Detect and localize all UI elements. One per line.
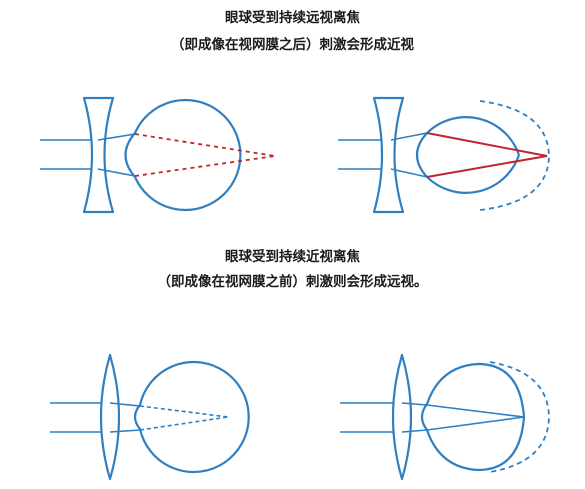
converged-ray-bottom [109, 429, 141, 433]
focus-ray-bottom-dashed [134, 155, 276, 177]
focus-ray-top [426, 132, 548, 157]
diverged-ray-bottom [97, 168, 136, 177]
focus-ray-bottom [426, 416, 525, 431]
focus-ray-bottom [426, 155, 548, 178]
eyeball-original-outline [415, 132, 521, 194]
top-caption-line-1: 眼球受到持续远视离焦 [225, 10, 360, 26]
diverged-ray-bottom [390, 168, 428, 178]
focus-ray-top [426, 404, 525, 418]
top-caption-line-2: （即成像在视网膜之后）刺激会形成近视 [171, 37, 414, 53]
converged-ray-top [401, 402, 428, 406]
focus-ray-top-dashed [134, 133, 276, 157]
retina-elongated-dashed [479, 100, 550, 211]
bottom-caption-line-1: 眼球受到持续近视离焦 [225, 249, 360, 265]
bottom-caption-line-2: （即成像在视网膜之前）刺激则会形成远视。 [157, 274, 428, 290]
concave-lens [82, 96, 115, 214]
focus-ray-top-dashed [139, 405, 229, 418]
eyeball-original-top [426, 116, 521, 156]
converged-ray-top [109, 402, 141, 407]
panel-hyperopic-defocus-after [338, 96, 550, 214]
retina-original-dashed [489, 361, 550, 473]
convex-lens [99, 353, 121, 481]
diverged-ray-top [97, 133, 136, 141]
panel-myopic-defocus-before [50, 353, 250, 481]
diverged-ray-top [390, 132, 428, 141]
eyeball-shortened [420, 362, 526, 472]
focus-ray-bottom-dashed [139, 416, 229, 431]
eyeball [124, 98, 242, 212]
concave-lens [372, 96, 405, 214]
panel-hyperopic-defocus-before [40, 96, 276, 214]
panel-myopic-defocus-after [340, 353, 550, 481]
convex-lens [391, 353, 413, 481]
eyeball [133, 360, 250, 474]
converged-ray-bottom [401, 429, 428, 433]
